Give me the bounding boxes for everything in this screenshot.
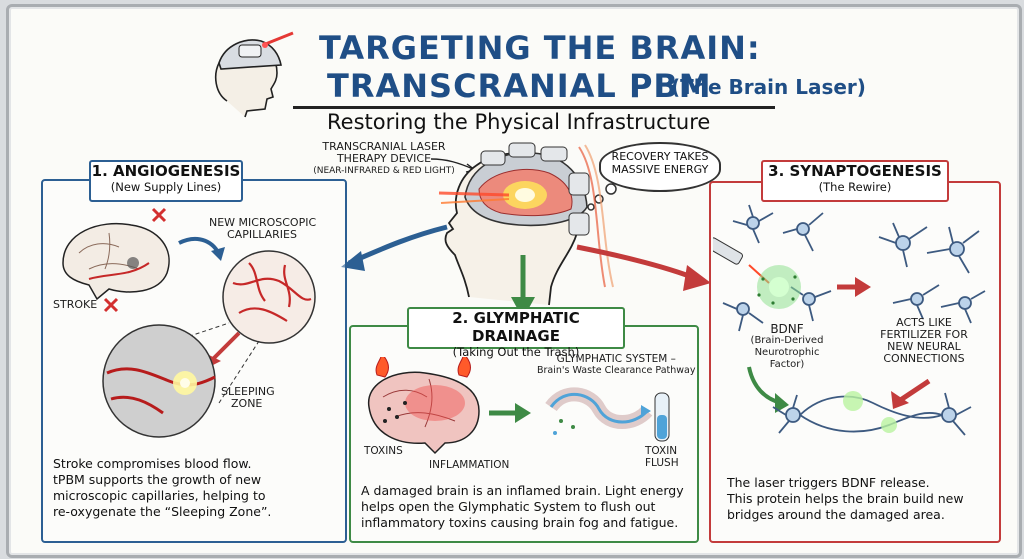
title-underline xyxy=(293,106,775,109)
synaptogenesis-subheading: (The Rewire) xyxy=(818,180,892,194)
fertilizer-line3: NEW NEURAL xyxy=(887,340,961,353)
synaptogenesis-body-line2: This protein helps the brain build new xyxy=(727,491,964,506)
thought-line2: MASSIVE ENERGY xyxy=(611,163,709,176)
glymphatic-description: A damaged brain is an inflamed brain. Li… xyxy=(361,483,691,531)
flame-icon xyxy=(375,357,389,378)
stroke-label: STROKE xyxy=(53,298,98,311)
title-line1: TARGETING THE BRAIN: xyxy=(319,29,761,67)
device-label-line2: THERAPY DEVICE xyxy=(336,152,432,165)
angiogenesis-subheading: (New Supply Lines) xyxy=(110,180,222,194)
flame-icon-2 xyxy=(457,357,471,378)
bdnf-label: BDNF (Brain-Derived Neurotrophic Factor) xyxy=(747,323,827,371)
angiogenesis-illustration xyxy=(62,207,316,438)
angiogenesis-body-line4: re-oxygenate the “Sleeping Zone”. xyxy=(53,504,272,519)
blocked-x-icon xyxy=(151,207,167,223)
fertilizer-label: ACTS LIKE FERTILIZER FOR NEW NEURAL CONN… xyxy=(869,317,979,365)
page-subtitle: Restoring the Physical Infrastructure xyxy=(327,110,711,134)
thought-line1: RECOVERY TAKES xyxy=(611,150,709,163)
synaptogenesis-description: The laser triggers BDNF release. This pr… xyxy=(727,475,991,523)
device-label: TRANSCRANIAL LASER THERAPY DEVICE (NEAR-… xyxy=(309,141,459,177)
title-line2: TRANSCRANIAL PBM xyxy=(327,67,712,105)
synaptogenesis-body-line3: bridges around the damaged area. xyxy=(727,507,945,522)
device-label-line1: TRANSCRANIAL LASER xyxy=(322,140,446,153)
sleeping-line1: SLEEPING xyxy=(221,385,275,398)
capillaries-line1: NEW MICROSCOPIC xyxy=(209,216,317,229)
glymphatic-system-label: GLYMPHATIC SYSTEM – Brain's Waste Cleara… xyxy=(537,353,696,377)
glymphatic-heading: 2. GLYMPHATIC DRAINAGE xyxy=(452,309,580,345)
fertilizer-line2: FERTILIZER FOR xyxy=(880,328,968,341)
device-label-line3: (NEAR-INFRARED & RED LIGHT) xyxy=(313,166,455,176)
central-head-laser-illustration xyxy=(438,142,614,306)
glymphatic-system-line2: Brain's Waste Clearance Pathway xyxy=(537,365,696,376)
synaptogenesis-header: 3. SYNAPTOGENESIS (The Rewire) xyxy=(761,160,949,202)
glymphatic-subheading: (Taking Out the Trash) xyxy=(452,345,580,359)
capillaries-label: NEW MICROSCOPIC CAPILLARIES xyxy=(209,217,316,241)
toxin-flush-line1: TOXIN xyxy=(645,445,678,457)
synaptogenesis-body-line1: The laser triggers BDNF release. xyxy=(727,475,930,490)
bdnf-title: BDNF xyxy=(770,322,804,336)
sleeping-zone-label: SLEEPING ZONE xyxy=(221,386,275,410)
head-helmet-icon xyxy=(214,31,294,118)
toxins-label: TOXINS xyxy=(364,445,403,457)
synaptogenesis-illustration xyxy=(713,204,986,436)
whiteboard: TARGETING THE BRAIN: TRANSCRANIAL PBM (T… xyxy=(6,4,1022,558)
inflammation-label: INFLAMMATION xyxy=(429,459,510,471)
glymphatic-illustration xyxy=(368,357,670,455)
sleeping-line2: ZONE xyxy=(231,397,263,410)
arrow-to-angiogenesis-icon xyxy=(348,224,448,266)
glymphatic-body-line3: inflammatory toxins causing brain fog an… xyxy=(361,515,679,530)
glymphatic-header: 2. GLYMPHATIC DRAINAGE (Taking Out the T… xyxy=(407,307,625,359)
glymphatic-body-line1: A damaged brain is an inflamed brain. Li… xyxy=(361,483,684,498)
angiogenesis-body-line3: microscopic capillaries, helping to xyxy=(53,488,266,503)
capillaries-line2: CAPILLARIES xyxy=(227,228,297,241)
laser-pointer-icon xyxy=(713,237,743,265)
bdnf-line1: (Brain-Derived xyxy=(750,335,824,346)
angiogenesis-header: 1. ANGIOGENESIS (New Supply Lines) xyxy=(89,160,243,202)
toxin-flush-line2: FLUSH xyxy=(645,457,679,469)
synaptogenesis-heading: 3. SYNAPTOGENESIS xyxy=(768,162,942,180)
thought-bubble: RECOVERY TAKES MASSIVE ENERGY xyxy=(599,142,721,192)
bdnf-line2: Neurotrophic Factor) xyxy=(754,347,820,370)
toxin-flush-label: TOXIN FLUSH xyxy=(645,445,679,469)
fertilizer-line1: ACTS LIKE xyxy=(896,316,952,329)
arrow-to-synaptogenesis-icon xyxy=(576,244,698,282)
angiogenesis-body-line1: Stroke compromises blood flow. xyxy=(53,456,252,471)
angiogenesis-heading: 1. ANGIOGENESIS xyxy=(91,162,241,180)
glymphatic-system-line1: GLYMPHATIC SYSTEM – xyxy=(556,353,676,365)
angiogenesis-description: Stroke compromises blood flow. tPBM supp… xyxy=(53,456,339,520)
glymphatic-body-line2: helps open the Glymphatic System to flus… xyxy=(361,499,656,514)
title-line2-sub: (The Brain Laser) xyxy=(671,75,866,99)
angiogenesis-body-line2: tPBM supports the growth of new xyxy=(53,472,262,487)
fertilizer-line4: CONNECTIONS xyxy=(883,352,965,365)
blocked-x-icon-2 xyxy=(103,297,119,313)
